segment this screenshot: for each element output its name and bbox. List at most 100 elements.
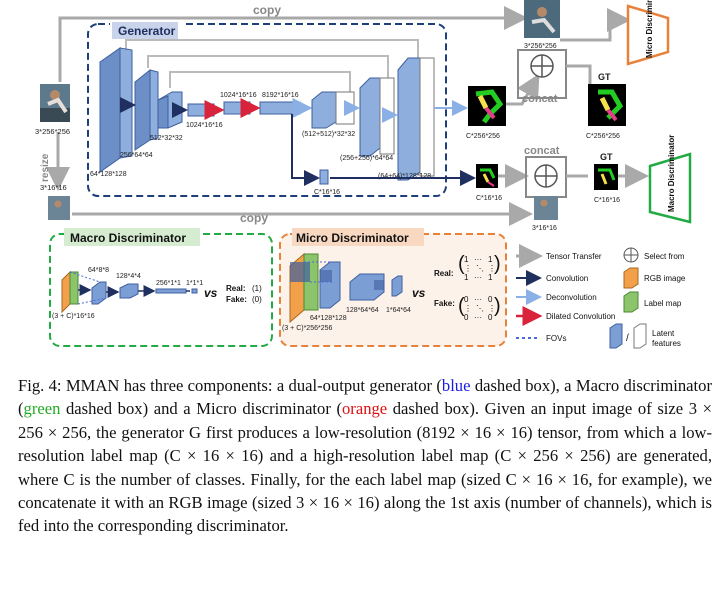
generator-title-bg — [112, 22, 178, 39]
figure-caption: Fig. 4: MMAN has three components: a dua… — [18, 376, 712, 536]
svg-text:GT: GT — [600, 152, 613, 162]
high-res-to-concat — [506, 73, 540, 106]
svg-text:Micro Discriminator: Micro Discriminator — [645, 0, 654, 58]
gt-top-dim: C*256*256 — [586, 133, 620, 140]
enc3-dim: 512*32*32 — [150, 135, 183, 142]
enc7-dim: 64*128*128 — [90, 171, 127, 178]
svg-text:(0): (0) — [252, 295, 262, 304]
decoder-arrows — [344, 100, 398, 123]
svg-text:⋱: ⋱ — [476, 304, 484, 313]
low-map-dim: C*16*16 — [476, 195, 502, 202]
svg-text:0: 0 — [488, 295, 493, 304]
concat-top-in-dim: 3*256*256 — [524, 43, 557, 50]
svg-text:1: 1 — [464, 273, 469, 282]
enc2-dim: 256*64*64 — [120, 152, 153, 159]
svg-text:(: ( — [458, 295, 465, 317]
micro-discriminator-shape: Micro Discriminator — [626, 0, 670, 66]
svg-text:concat: concat — [524, 145, 560, 157]
macro-l3-dim: 256*1*1 — [156, 280, 181, 287]
concat-top: 3*256*256 concat — [517, 0, 567, 105]
low-res-path: C*16*16 — [291, 114, 476, 196]
svg-text:0: 0 — [488, 313, 493, 322]
input-small-dim: 3*16*16 — [40, 183, 67, 192]
svg-text:···: ··· — [474, 273, 482, 282]
macro-title-bg — [64, 228, 200, 246]
to-micro-disc — [560, 8, 631, 42]
encoder-arrows — [120, 97, 313, 120]
resize-connection: resize — [40, 132, 70, 191]
svg-text:Real:: Real: — [226, 284, 246, 293]
micro-l2-dim: 128*64*64 — [346, 307, 379, 314]
micro-title-bg — [292, 228, 424, 246]
dec3-dim: (64+64)*128*128 — [378, 173, 431, 180]
svg-text:): ) — [494, 253, 501, 275]
legend: Tensor Transfer Select from Convolution … — [516, 244, 686, 349]
svg-text:(1): (1) — [252, 284, 262, 293]
copy-connection-bottom: copy — [72, 202, 533, 226]
legend-convolution: Convolution — [546, 274, 588, 283]
micro-in-dim: (3 + C)*256*256 — [282, 325, 333, 332]
micro-fake-matrix: ( ) 0 ··· 0 ⋮ ⋱ ⋮ 0 ··· 0 — [458, 295, 501, 322]
high-out-dim: C*256*256 — [466, 133, 500, 140]
copy-label-top: copy — [253, 3, 281, 17]
svg-text:1: 1 — [464, 255, 469, 264]
concat-top-label: concat — [522, 93, 558, 105]
svg-text:1: 1 — [488, 273, 493, 282]
copy-connection-top: copy — [58, 3, 528, 82]
macro-l4-dim: 1*1*1 — [186, 280, 203, 287]
svg-text:(: ( — [458, 253, 465, 275]
input-image: 3*256*256 — [35, 84, 70, 136]
macro-l2-dim: 128*4*4 — [116, 273, 141, 280]
svg-text:Fake:: Fake: — [434, 299, 455, 308]
input-image-small: 3*16*16 — [40, 183, 70, 220]
svg-text:⋮: ⋮ — [488, 264, 496, 273]
micro-box-title: Micro Discriminator — [296, 231, 409, 245]
concat-bottom: concat 3*16*16 — [524, 145, 567, 232]
generator-title: Generator — [118, 24, 176, 38]
svg-text:⋱: ⋱ — [476, 264, 484, 273]
enc4-dim: 1024*16*16 — [186, 122, 223, 129]
micro-l3-dim: 1*64*64 — [386, 307, 411, 314]
mman-architecture-figure: copy copy resize 3*256*256 3*16*16 Gener… — [35, 0, 692, 349]
legend-latent: Latent — [652, 329, 675, 338]
legend-label-map: Label map — [644, 299, 682, 308]
concat-bottom-in-dim: 3*16*16 — [532, 225, 557, 232]
svg-text:⋮: ⋮ — [464, 304, 472, 313]
legend-fovs: FOVs — [546, 334, 566, 343]
svg-text:1: 1 — [488, 255, 493, 264]
dec2-dim: (256+256)*64*64 — [340, 155, 393, 162]
micro-l1-dim: 64*128*128 — [310, 315, 347, 322]
gt-top-connector — [566, 64, 592, 86]
svg-text:⋮: ⋮ — [488, 304, 496, 313]
svg-text:Fake:: Fake: — [226, 295, 247, 304]
macro-in-dim: (3 + C)*16*16 — [52, 313, 95, 320]
svg-text:⋮: ⋮ — [464, 264, 472, 273]
legend-dilated-convolution: Dilated Convolution — [546, 312, 615, 321]
macro-l1-dim: 64*8*8 — [88, 267, 109, 274]
low-out-dim: C*16*16 — [314, 189, 340, 196]
svg-text:···: ··· — [474, 313, 482, 322]
encoder-blocks — [99, 47, 301, 173]
micro-vs: vs — [412, 286, 426, 300]
resize-label: resize — [40, 153, 51, 182]
dec1-dim: (512+512)*32*32 — [302, 131, 355, 138]
low-res-label-map: C*16*16 — [476, 164, 502, 202]
macro-discriminator-shape: Macro Discriminator — [648, 135, 692, 224]
legend-rgb-image: RGB image — [644, 274, 686, 283]
svg-text:Macro Discriminator: Macro Discriminator — [667, 135, 676, 212]
svg-text:0: 0 — [464, 313, 469, 322]
macro-box-title: Macro Discriminator — [70, 231, 186, 245]
macro-vs: vs — [204, 286, 218, 300]
macro-layers — [61, 270, 198, 314]
gt-bottom: GT C*16*16 — [594, 152, 620, 204]
decoder-blocks — [311, 57, 435, 181]
svg-text:Real:: Real: — [434, 269, 454, 278]
input-dim: 3*256*256 — [35, 127, 70, 136]
enc6-dim: 8192*16*16 — [262, 92, 299, 99]
svg-text:GT: GT — [598, 72, 611, 82]
micro-layers — [289, 252, 403, 324]
svg-text:/: / — [626, 333, 629, 344]
svg-text:): ) — [494, 295, 501, 317]
gt-top: GT C*256*256 — [586, 72, 626, 140]
micro-real-matrix: ( ) 1 ··· 1 ⋮ ⋱ ⋮ 1 ··· 1 — [458, 253, 501, 282]
